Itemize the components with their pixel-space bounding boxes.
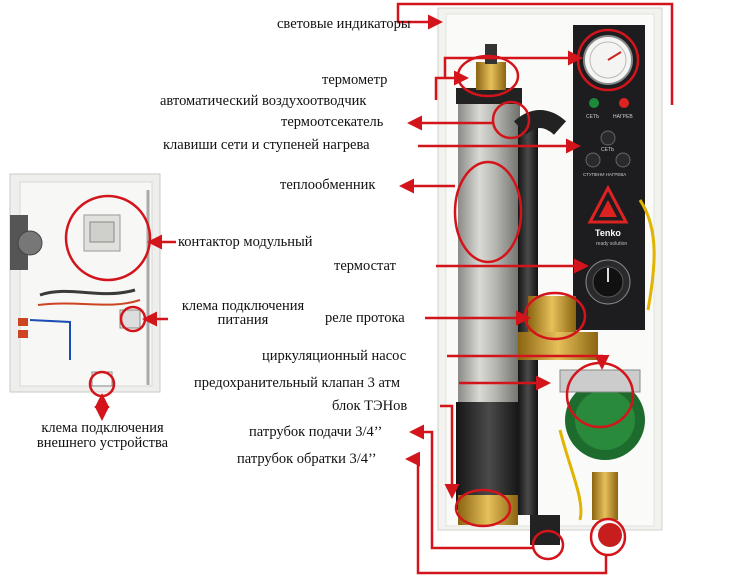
- label-supply-terminal-line1: клема подключения: [181, 298, 305, 314]
- panel-brand: Tenko: [595, 228, 621, 238]
- main-boiler-photo: СЕТЬ НАГРЕВ СЕТЬ СТУПЕНИ НАГРЕВА Tenko r…: [437, 7, 663, 547]
- annotation-arrows: [94, 2, 674, 575]
- ring-return-valve: [589, 517, 627, 557]
- arrow-air-vent: [434, 70, 469, 100]
- arrow-thermometer: [443, 50, 583, 78]
- arrow-return-pipe: [405, 451, 608, 575]
- ring-heater-block: [454, 488, 512, 528]
- label-heater-block: блок ТЭНов: [332, 398, 408, 414]
- label-heat-exchanger: теплообменник: [280, 177, 376, 193]
- label-cutoff: термоотсекатель: [281, 114, 384, 130]
- label-contactor: контактор модульный: [178, 234, 313, 250]
- arrow-pump: [447, 354, 610, 370]
- ring-return-pipe: [531, 529, 565, 561]
- label-thermometer: термометр: [322, 72, 388, 88]
- label-supply-terminal-line2: питания: [217, 312, 269, 328]
- panel-heat-label: НАГРЕВ: [613, 114, 633, 120]
- label-keys: клавиши сети и ступеней нагрева: [163, 137, 370, 153]
- ring-heat-exchanger: [453, 160, 523, 264]
- arrow-indicators: [396, 2, 674, 105]
- arrow-supply-pipe: [409, 424, 533, 550]
- label-safety-valve: предохранительный клапан 3 атм: [194, 375, 401, 391]
- label-indicators: световые индикаторы: [277, 16, 411, 32]
- small-unit-photo: [9, 173, 161, 393]
- panel-steps-label: СТУПЕНИ НАГРЕВА: [583, 172, 626, 177]
- ring-cutoff: [491, 100, 531, 140]
- panel-net-label: СЕТЬ: [601, 147, 615, 153]
- label-pump: циркуляционный насос: [262, 348, 407, 364]
- label-ext-terminal-line2: внешнего устройства: [36, 435, 169, 451]
- label-flow-relay: реле протока: [325, 310, 405, 326]
- label-ext-terminal-line1: клема подключения: [41, 420, 164, 436]
- label-thermostat: термостат: [334, 258, 396, 274]
- label-supply-pipe: патрубок подачи 3/4’’: [249, 424, 383, 440]
- panel-brand-sub: ready solution: [596, 241, 627, 247]
- label-return-pipe: патрубок обратки 3/4’’: [237, 451, 377, 467]
- panel-set-label: СЕТЬ: [586, 114, 600, 120]
- arrow-heater-block: [440, 404, 460, 499]
- label-air-vent: автоматический воздухоотводчик: [160, 93, 367, 109]
